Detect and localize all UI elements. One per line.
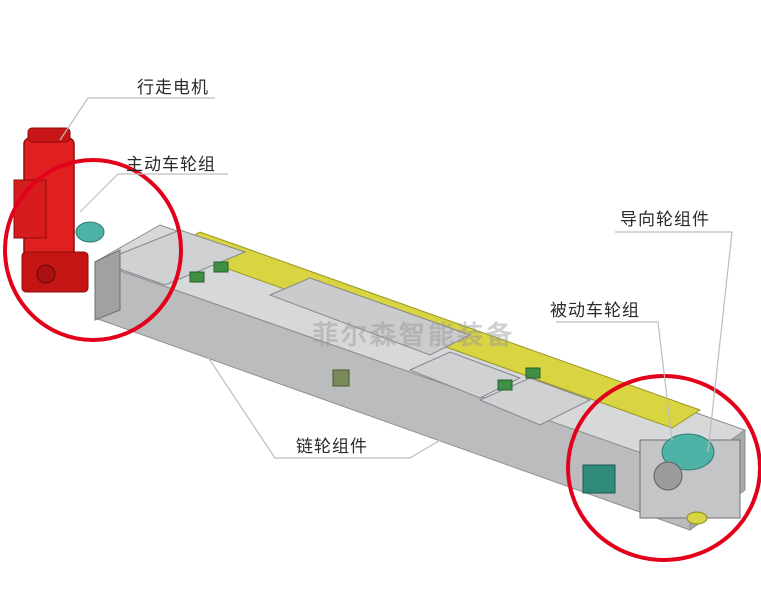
highlight-circle-left xyxy=(3,158,183,342)
boss-4 xyxy=(525,367,541,379)
label-driven-wheel: 被动车轮组 xyxy=(550,301,640,321)
left-end-block xyxy=(94,249,121,321)
leader-sprocket-a xyxy=(177,311,410,459)
guide-roller xyxy=(686,511,708,525)
leader-guide-wheel xyxy=(615,231,733,453)
boss-2 xyxy=(213,261,229,273)
leader-driving-wheel xyxy=(79,173,228,213)
cover-plate-mid xyxy=(268,277,472,356)
drive-roller xyxy=(75,221,105,243)
end-plate-bore xyxy=(653,461,683,491)
motor-shaft xyxy=(36,264,56,284)
boss-1 xyxy=(189,271,205,283)
label-driving-wheel: 主动车轮组 xyxy=(126,155,216,175)
label-sprocket: 链轮组件 xyxy=(296,437,368,457)
leader-sprocket-b xyxy=(409,417,479,459)
boss-3 xyxy=(497,379,513,391)
motor-cap xyxy=(27,127,71,143)
side-bracket-mid xyxy=(332,369,350,387)
leader-travel-motor xyxy=(59,97,215,141)
label-travel-motor: 行走电机 xyxy=(137,78,209,98)
label-guide-wheel: 导向轮组件 xyxy=(620,210,710,230)
cover-plate-mid2 xyxy=(408,351,522,399)
green-motor-box xyxy=(582,464,616,494)
watermark: 菲尔森智能装备 xyxy=(312,321,516,351)
driven-wheel xyxy=(661,433,715,471)
cover-plate-left xyxy=(98,229,247,286)
leader-driven-wheel xyxy=(556,321,673,441)
